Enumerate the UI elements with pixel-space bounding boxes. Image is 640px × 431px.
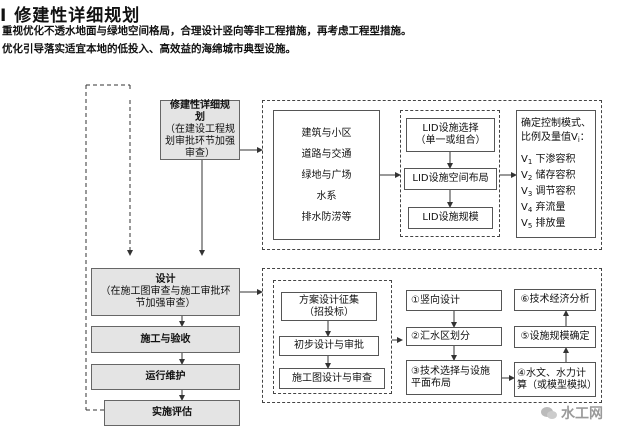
lid-select-sub: （单一或组合）	[415, 135, 486, 146]
top-panel	[262, 100, 602, 250]
control-item: V4 弃流量	[521, 202, 566, 214]
land-use-item: 排水防涝等	[301, 211, 352, 223]
control-title: 确定控制模式、比例及量值Vi：	[521, 118, 591, 144]
design-box: 设计 （在施工图审查与施工审批环节加强审查）	[91, 268, 240, 316]
control-item: V1 下渗容积	[521, 154, 576, 166]
header-line-1: 重视优化不透水地面与绿地空间格局，合理设计竖向等非工程措施，再考虑工程型措施。	[2, 25, 412, 37]
plan-subtitle: （在建设工程规划审批环节加强审查）	[165, 124, 235, 159]
method-step-box: ①竖向设计	[406, 290, 502, 311]
land-use-box: 建筑与小区 道路与交通 绿地与广场 水系 排水防涝等	[273, 110, 380, 240]
control-item: V5 排放量	[521, 218, 566, 230]
land-use-item: 建筑与小区	[301, 127, 352, 139]
lid-scale-box: LID设施规模	[408, 207, 493, 229]
lid-select-label: LID设施选择	[422, 123, 479, 134]
design-subtitle: （在施工图审查与施工审批环节加强审查）	[100, 286, 231, 309]
lid-select-box: LID设施选择 （单一或组合）	[406, 118, 495, 152]
section-title: Ⅰ 修建性详细规划	[0, 6, 141, 26]
watermark-text: 水工网	[561, 406, 603, 422]
lid-group	[400, 110, 500, 237]
plan-box: 修建性详细规划 （在建设工程规划审批环节加强审查）	[160, 100, 240, 160]
method-step-box: ③技术选择与设施平面布局	[406, 360, 502, 395]
operation-box: 运行维护	[91, 364, 240, 390]
control-item: V3 调节容积	[521, 186, 576, 198]
method-step-box: ②汇水区划分	[406, 327, 502, 346]
construction-box: 施工与验收	[91, 326, 240, 353]
watermark: 水工网	[540, 403, 603, 423]
design-step-box: 方案设计征集（招投标）	[281, 292, 377, 321]
land-use-item: 道路与交通	[301, 148, 352, 160]
land-use-item: 绿地与广场	[301, 169, 352, 181]
wechat-logo-icon	[541, 407, 557, 419]
analysis-step-box: ⑤设施规模确定	[514, 326, 596, 348]
design-steps-group	[273, 280, 392, 394]
control-box: 确定控制模式、比例及量值Vi： V1 下渗容积 V2 储存容积 V3 调节容积 …	[516, 110, 596, 238]
design-title: 设计	[155, 274, 176, 285]
land-use-item: 水系	[316, 190, 337, 202]
design-step-box: 初步设计与审批	[279, 336, 379, 356]
control-item: V2 储存容积	[521, 170, 576, 182]
bottom-panel	[262, 268, 602, 403]
plan-title: 修建性详细规划	[170, 100, 230, 123]
analysis-step-box: ④水文、水力计算（或模型模拟）	[514, 362, 597, 397]
analysis-step-box: ⑥技术经济分析	[514, 289, 596, 311]
evaluation-box: 实施评估	[104, 400, 240, 426]
header-line-2: 优化引导落实适宜本地的低投入、高效益的海绵城市典型设施。	[2, 43, 296, 55]
lid-layout-box: LID设施空间布局	[404, 168, 497, 190]
design-step-box: 施工图设计与审查	[279, 368, 385, 389]
